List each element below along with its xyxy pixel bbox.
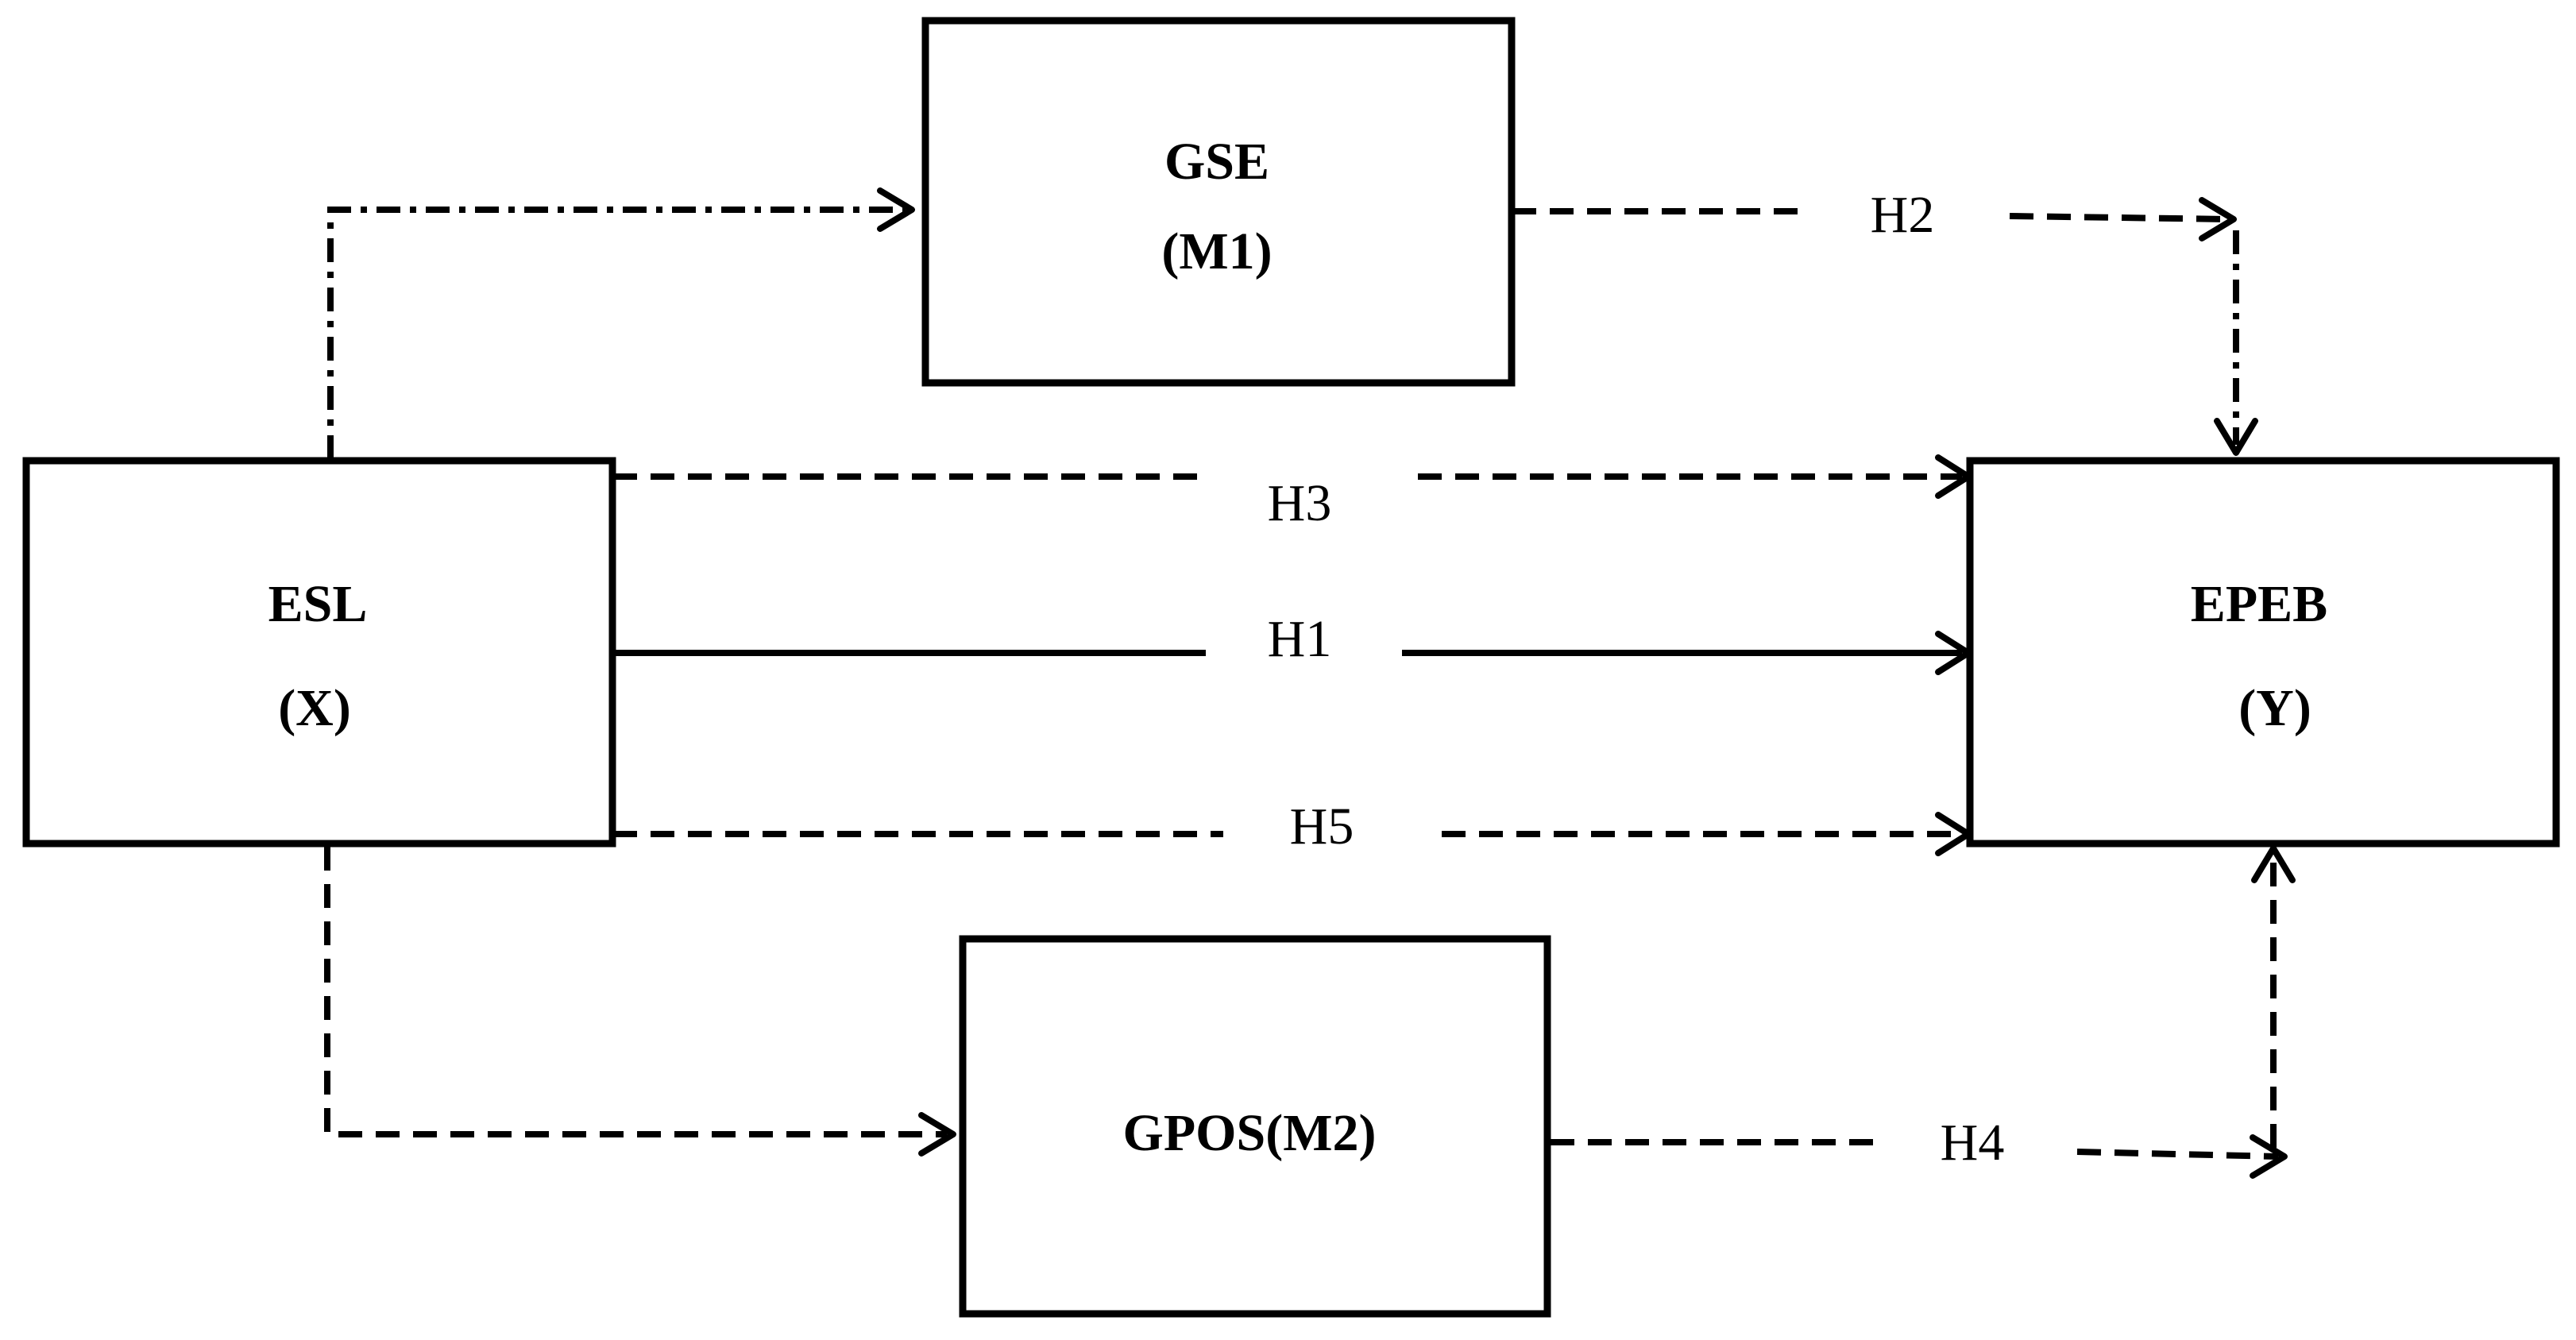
edge-esl-to-gpos [324,847,956,1157]
edge-gse-to-epeb-h2 [1512,197,2258,456]
node-gse-name: GSE [1164,133,1269,191]
node-epeb-name: EPEB [2191,575,2327,633]
node-epeb-role: (Y) [2238,679,2311,737]
hypothesis-label-h4: H4 [1941,1114,2005,1172]
hypothesis-label-h3: H3 [1268,474,1332,532]
node-esl-name: ESL [268,575,368,633]
edge-esl-to-gse [327,187,915,459]
node-gse-role: (M1) [1161,222,1272,280]
node-gse: GSE (M1) [921,17,1516,387]
node-gpos: GPOS(M2) [959,935,1551,1318]
node-esl: ESL (X) [22,457,616,848]
hypothesis-label-h2: H2 [1871,186,1935,244]
edge-gpos-to-epeb-h4 [1551,845,2296,1179]
node-epeb: EPEB (Y) [1966,457,2560,848]
hypothesis-label-h5: H5 [1290,797,1354,855]
node-esl-role: (X) [278,679,351,737]
hypothesis-label-h1: H1 [1268,610,1332,668]
node-gpos-name: GPOS(M2) [1123,1104,1377,1162]
